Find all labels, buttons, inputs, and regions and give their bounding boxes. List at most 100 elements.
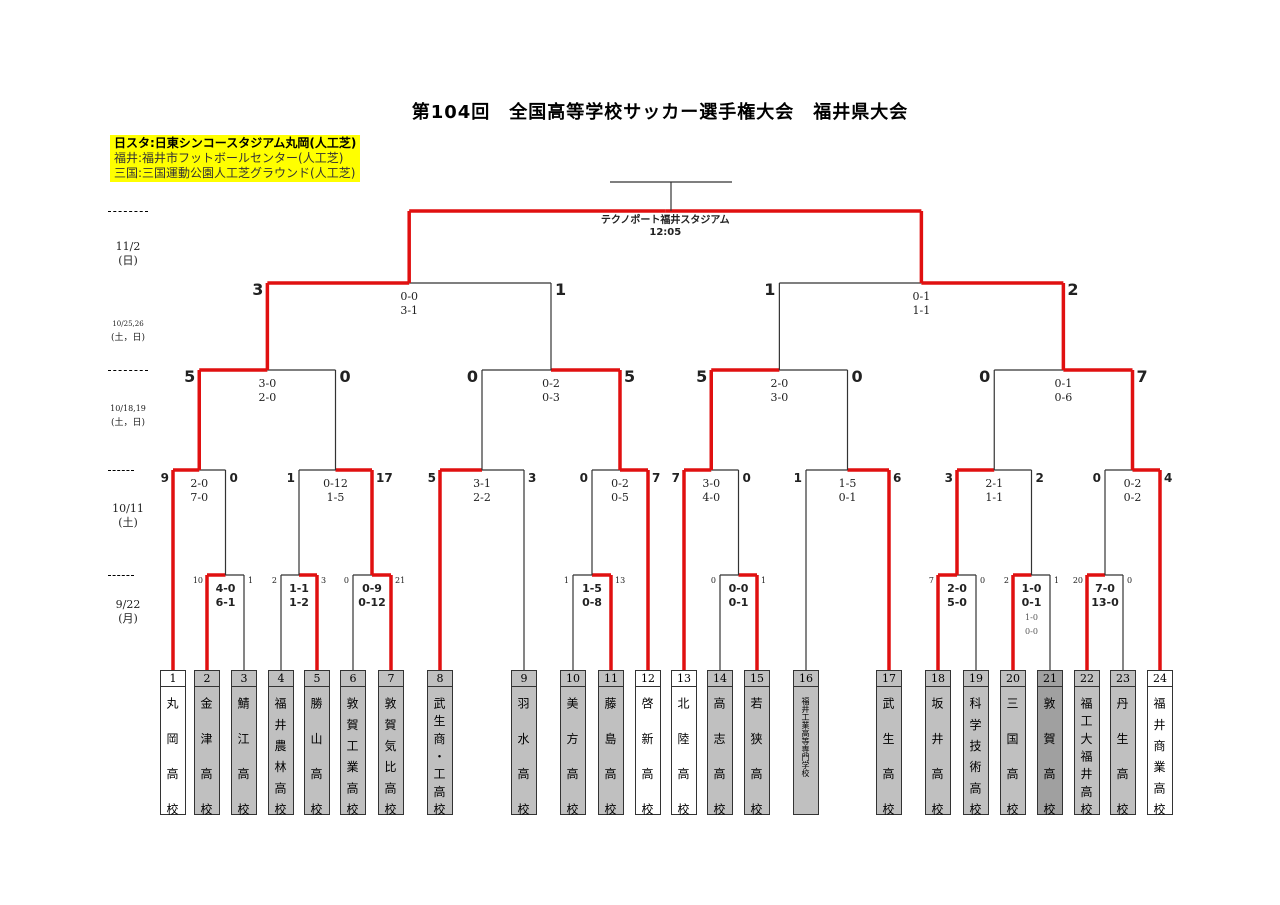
match-result: 1-1 xyxy=(913,304,931,317)
score-left: 1 xyxy=(794,471,802,485)
round-divider xyxy=(108,575,134,576)
date-text: 10/18,19 xyxy=(110,404,146,413)
score-right: 0 xyxy=(980,576,985,585)
score-left: 7 xyxy=(672,471,680,485)
team-number: 20 xyxy=(1001,671,1025,687)
match-result: 0-0 xyxy=(729,582,749,595)
team-box: 19 科学技術高校 xyxy=(963,670,989,815)
legend-venue-2: 福井:福井市フットボールセンター(人工芝) xyxy=(114,151,344,165)
team-name: 美方高校 xyxy=(565,697,579,815)
score-right: 1 xyxy=(1054,576,1059,585)
team-number: 18 xyxy=(926,671,950,687)
match-result: 2-1 xyxy=(985,477,1003,490)
team-number: 10 xyxy=(561,671,585,687)
match-result: 0-0 xyxy=(1025,627,1038,636)
venue-legend: 日スタ:日東シンコースタジアム丸岡(人工芝) 福井:福井市フットボールセンター(… xyxy=(110,135,361,182)
score-right: 0 xyxy=(852,367,863,386)
date-text: 11/2 xyxy=(115,240,141,253)
score-right: 6 xyxy=(893,471,901,485)
match-result: 2-2 xyxy=(473,491,491,504)
day-text: (土) xyxy=(118,516,138,529)
match-result: 5-0 xyxy=(947,596,967,609)
team-name: 北陸高校 xyxy=(676,697,690,815)
match-result: 1-2 xyxy=(289,596,309,609)
team-name: 福井工業高等専門学校 xyxy=(801,697,810,777)
team-name: 敦賀高校 xyxy=(1042,697,1056,815)
page-title: 第104回 全国高等学校サッカー選手権大会 福井県大会 xyxy=(411,102,909,123)
score-left: 0 xyxy=(344,576,349,585)
match-result: 0-12 xyxy=(323,477,348,490)
match-result: 4-0 xyxy=(702,491,720,504)
date-text: 10/11 xyxy=(112,502,144,515)
score-right: 3 xyxy=(528,471,536,485)
match-result: 0-2 xyxy=(1124,477,1142,490)
match-result: 0-1 xyxy=(729,596,749,609)
team-number: 11 xyxy=(599,671,623,687)
match-result: 3-1 xyxy=(473,477,491,490)
date-quarterfinal: 10/18,19 (土，日) xyxy=(100,402,156,430)
match-result: 0-1 xyxy=(913,290,931,303)
match-result: 13-0 xyxy=(1091,596,1119,609)
match-result: 4-0 xyxy=(216,582,236,595)
team-name: 敦賀気比高校 xyxy=(383,697,397,815)
team-name: 坂井高校 xyxy=(930,697,944,815)
match-result: 1-5 xyxy=(327,491,345,504)
match-result: 0-9 xyxy=(362,582,382,595)
match-result: 0-2 xyxy=(611,477,629,490)
match-result: 0-1 xyxy=(1022,596,1042,609)
score-left: 9 xyxy=(161,471,169,485)
score-right: 2 xyxy=(1036,471,1044,485)
date-final: 11/2(日) xyxy=(100,240,156,268)
match-result: 0-2 xyxy=(542,377,560,390)
team-box: 18 坂井高校 xyxy=(925,670,951,815)
team-name: 藤島高校 xyxy=(603,697,617,815)
score-left: 0 xyxy=(580,471,588,485)
team-name: 若狭高校 xyxy=(749,697,763,815)
team-number: 15 xyxy=(745,671,769,687)
day-text: (土，日) xyxy=(110,333,146,343)
score-left: 5 xyxy=(428,471,436,485)
team-name: 啓新高校 xyxy=(640,697,654,815)
day-text: (土，日) xyxy=(110,418,146,428)
score-right: 1 xyxy=(761,576,766,585)
match-result: 1-5 xyxy=(839,477,857,490)
score-left: 1 xyxy=(287,471,295,485)
team-name: 敦賀工業高校 xyxy=(345,697,359,815)
match-result: 7-0 xyxy=(1095,582,1115,595)
score-right: 5 xyxy=(624,367,635,386)
team-name: 勝山高校 xyxy=(309,697,323,815)
score-left: 7 xyxy=(929,576,934,585)
team-box: 7 敦賀気比高校 xyxy=(378,670,404,815)
match-result: 2-0 xyxy=(947,582,967,595)
round-divider xyxy=(108,211,148,212)
match-result: 2-0 xyxy=(190,477,208,490)
team-number: 5 xyxy=(305,671,329,687)
team-number: 8 xyxy=(428,671,452,687)
round-divider xyxy=(108,470,134,471)
match-result: 6-1 xyxy=(216,596,236,609)
team-number: 22 xyxy=(1075,671,1099,687)
team-number: 6 xyxy=(341,671,365,687)
final-info: テクノポート福井スタジアム xyxy=(601,213,730,226)
team-name: 三国高校 xyxy=(1005,697,1019,815)
team-number: 13 xyxy=(672,671,696,687)
team-number: 19 xyxy=(964,671,988,687)
score-left: 10 xyxy=(193,576,203,585)
team-name: 高志高校 xyxy=(712,697,726,815)
team-name: 武生高校 xyxy=(881,697,895,815)
team-box: 13 北陸高校 xyxy=(671,670,697,815)
score-left: 0 xyxy=(1093,471,1101,485)
team-name: 科学技術高校 xyxy=(968,697,982,815)
team-number: 7 xyxy=(379,671,403,687)
match-result: 1-0 xyxy=(1025,613,1038,622)
match-result: 1-1 xyxy=(289,582,309,595)
match-result: 1-0 xyxy=(1022,582,1042,595)
